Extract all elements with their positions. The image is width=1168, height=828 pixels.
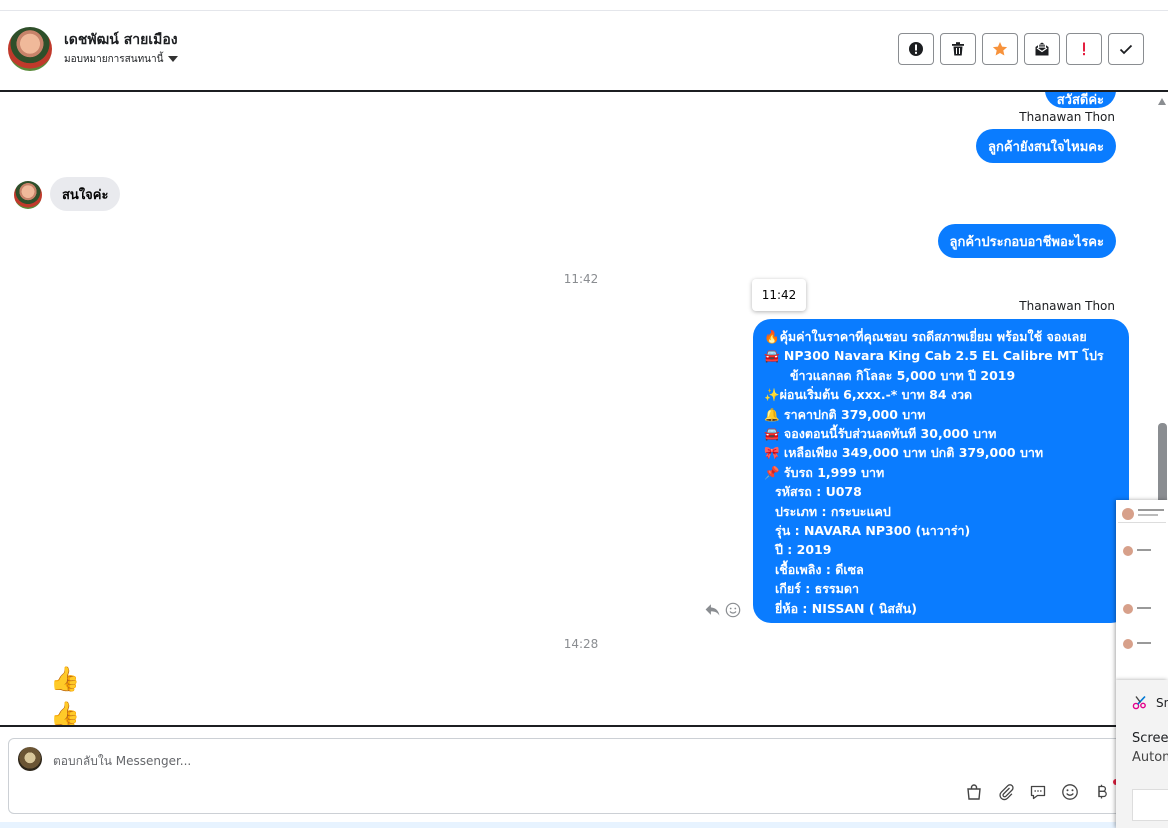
delete-button[interactable] [940, 33, 976, 65]
thumbs-up-sticker[interactable]: 👍 [50, 665, 80, 693]
message-line: 🚘 จองตอนนี้รับส่วนลดทันที 30,000 บาท [764, 426, 997, 442]
message-text: ลูกค้าประกอบอาชีพอะไรคะ [949, 234, 1104, 250]
checkmark-icon [1119, 44, 1133, 55]
star-icon [992, 42, 1008, 56]
message-bubble-outgoing-long[interactable]: 🔥คุ้มค่าในราคาที่คุณชอบ รถดีสภาพเยี่ยม พ… [753, 319, 1129, 623]
exclamation-icon [1083, 42, 1085, 56]
paperclip-icon[interactable] [997, 783, 1015, 801]
contact-avatar[interactable] [8, 27, 52, 71]
message-line: เชื้อเพลิง : ดีเซล [775, 561, 864, 577]
mark-done-button[interactable] [1108, 33, 1144, 65]
notification-text: Screer [1132, 731, 1168, 746]
popup-line [1137, 607, 1151, 609]
assign-label: มอบหมายการสนทนานี้ [64, 54, 164, 65]
popup-avatar [1122, 508, 1134, 520]
message-text: สนใจค่ะ [62, 187, 109, 203]
caret-down-icon [168, 56, 179, 62]
message-line: รุ่น : NAVARA NP300 (นาวาร่า) [775, 523, 971, 539]
message-bubble-incoming[interactable]: สนใจค่ะ [50, 177, 121, 211]
alert-circle-icon [909, 42, 923, 56]
message-line: 🚘 NP300 Navara King Cab 2.5 EL Calibre M… [764, 348, 1104, 364]
scroll-up-arrow-icon[interactable] [1158, 98, 1166, 105]
react-emoji-icon[interactable] [725, 602, 741, 618]
popup-divider [1118, 522, 1166, 523]
mark-unread-button[interactable] [1024, 33, 1060, 65]
saved-replies-icon[interactable] [1029, 783, 1047, 801]
message-actions [704, 601, 741, 618]
snipping-tool-icon [1132, 695, 1146, 710]
popup-avatar [1123, 639, 1133, 649]
contact-avatar-small[interactable] [14, 181, 42, 209]
conversation-header: เดชพัฒน์ สายเมือง มอบหมายการสนทนานี้ [0, 11, 1168, 92]
popup-line [1137, 642, 1151, 644]
notification-action-button[interactable] [1132, 789, 1168, 821]
message-line: ปี : 2019 [775, 542, 832, 558]
sender-name: Thanawan Thon [1019, 299, 1115, 313]
timestamp-separator: 11:42 [563, 272, 599, 286]
message-line: 🎀 เหลือเพียง 349,000 บาท ปกติ 379,000 บา… [764, 445, 1044, 461]
message-line: ประเภท : กระบะแคป [775, 503, 891, 519]
message-line: ยี่ห้อ : NISSAN ( นิสสัน) [775, 600, 917, 616]
message-text: ลูกค้ายังสนใจไหมคะ [988, 139, 1104, 155]
message-line: ✨ผ่อนเริ่มต้น 6,xxx.-* บาท 84 งวด [764, 387, 973, 403]
message-bubble-outgoing[interactable]: ลูกค้ายังสนใจไหมคะ [976, 129, 1116, 163]
top-divider [0, 0, 1168, 11]
sender-name: Thanawan Thon [1019, 110, 1115, 124]
message-line: รหัสรถ : U078 [775, 484, 862, 500]
popup-avatar [1123, 546, 1133, 556]
mark-unread-icon [1035, 42, 1049, 56]
assign-conversation-dropdown[interactable]: มอบหมายการสนทนานี้ [64, 52, 179, 67]
popup-line [1138, 509, 1164, 511]
thumbs-up-sticker[interactable]: 👍 [50, 700, 80, 725]
conversation-toolbar [898, 33, 1144, 65]
message-line: 📌 รับรถ 1,999 บาท [764, 464, 885, 480]
timestamp-tooltip: 11:42 [752, 279, 806, 311]
star-button[interactable] [982, 33, 1018, 65]
timestamp-separator: 14:28 [563, 637, 599, 651]
payment-baht-icon[interactable] [1093, 783, 1111, 801]
reply-composer: ตอบกลับใน Messenger... [8, 738, 1134, 814]
message-bubble-outgoing[interactable]: สวัสดีค่ะ [1044, 92, 1116, 108]
system-notification[interactable]: Sn Screer Autom [1116, 680, 1168, 828]
trash-icon [952, 42, 964, 56]
message-line: 🔥คุ้มค่าในราคาที่คุณชอบ รถดีสภาพเยี่ยม พ… [764, 329, 1087, 344]
message-line: เกียร์ : ธรรมดา [775, 581, 860, 597]
reply-icon[interactable] [704, 601, 721, 618]
scrollbar-thumb[interactable] [1158, 423, 1167, 513]
message-text: สวัสดีค่ะ [1056, 92, 1104, 108]
message-line: 🔔 ราคาปกติ 379,000 บาท [764, 406, 926, 422]
page-avatar [18, 747, 42, 771]
notification-subtext: Autom [1132, 750, 1168, 765]
message-line: ข้าวแลกลด กิโลละ 5,000 บาท ปี 2019 [790, 367, 1016, 383]
reply-input[interactable]: ตอบกลับใน Messenger... [53, 754, 192, 768]
popup-avatar [1123, 604, 1133, 614]
notification-title: Sn [1156, 696, 1168, 710]
popup-line [1137, 549, 1151, 551]
emoji-icon[interactable] [1061, 783, 1079, 801]
message-bubble-outgoing[interactable]: ลูกค้าประกอบอาชีพอะไรคะ [937, 224, 1116, 258]
mark-important-button[interactable] [1066, 33, 1102, 65]
mark-spam-button[interactable] [898, 33, 934, 65]
composer-divider [0, 725, 1168, 727]
bottom-strip [0, 822, 1168, 828]
popup-line [1138, 514, 1158, 516]
contact-name[interactable]: เดชพัฒน์ สายเมือง [64, 32, 178, 48]
preview-popup-window[interactable] [1116, 500, 1168, 680]
composer-toolbar [965, 783, 1111, 801]
shopping-bag-icon[interactable] [965, 783, 983, 801]
